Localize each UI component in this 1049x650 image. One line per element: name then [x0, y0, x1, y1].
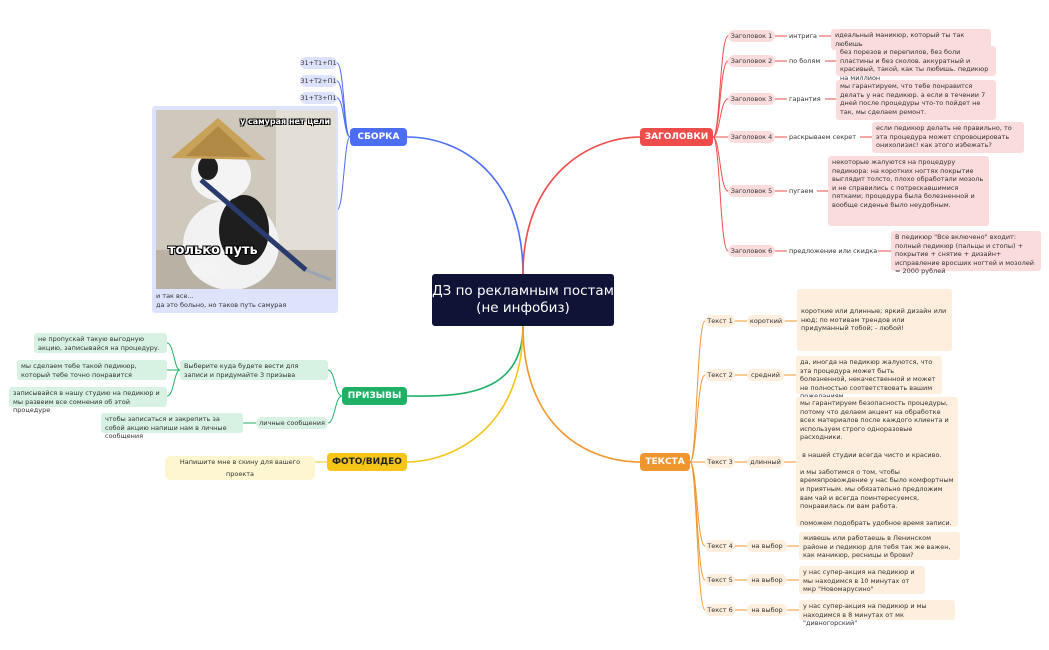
branch-headings[interactable]: ЗАГОЛОВКИ: [640, 128, 713, 146]
heading-2-tag[interactable]: по болям: [789, 57, 821, 65]
branch-calls[interactable]: ПРИЗЫВЫ: [342, 387, 407, 405]
call-option-1[interactable]: не пропускай такую выгодную акцию, запис…: [34, 333, 167, 353]
text-1-name[interactable]: Текст 1: [705, 315, 735, 327]
meme-caption-line-1: и так все...: [156, 292, 194, 300]
branch-photo-video[interactable]: ФОТО/ВИДЕО: [327, 453, 407, 471]
assembly-combo-1[interactable]: З1+Т1+П1: [300, 57, 337, 69]
calls-choose-task[interactable]: Выберите куда будете вести для записи и …: [180, 360, 328, 380]
assembly-combo-3[interactable]: З1+Т3+П1: [300, 92, 337, 104]
heading-6-text[interactable]: В педикюр "Все включено" входит: полный …: [891, 231, 1041, 275]
text-2-text[interactable]: да, иногда на педикюр жалуются, что эта …: [796, 356, 942, 400]
branch-assembly[interactable]: СБОРКА: [350, 128, 407, 146]
branch-texts[interactable]: ТЕКСТА: [640, 453, 690, 471]
text-2-tag[interactable]: средний: [747, 369, 784, 381]
heading-5-name[interactable]: Заголовок 5: [728, 185, 775, 197]
heading-5-text[interactable]: некоторые жалуются на процедуру педикюра…: [828, 156, 989, 226]
heading-4-name[interactable]: Заголовок 4: [728, 131, 775, 143]
calls-private-text[interactable]: чтобы записаться и закрепить за собой ак…: [101, 413, 243, 440]
text-5-name[interactable]: Текст 5: [705, 574, 735, 586]
call-option-2[interactable]: мы сделаем тебе такой педикюр, который т…: [17, 360, 167, 380]
text-3-tag[interactable]: длинный: [747, 456, 784, 468]
text-3-text[interactable]: мы гарантируем безопасность процедуры, п…: [796, 397, 958, 527]
meme-top-text: у самурая нет цели: [240, 117, 331, 126]
heading-3-tag[interactable]: гарантия: [789, 95, 821, 103]
text-4-tag[interactable]: на выбор: [747, 540, 787, 552]
text-6-tag[interactable]: на выбор: [747, 604, 787, 616]
link-root-photo: [406, 325, 524, 463]
cat-illustration: [156, 110, 336, 289]
text-2-name[interactable]: Текст 2: [705, 369, 735, 381]
text-4-text[interactable]: живешь или работаешь в Ленинском районе …: [799, 532, 960, 560]
link-root-calls: [406, 325, 524, 397]
calls-private-messages[interactable]: личные сообщения: [256, 417, 328, 429]
heading-1-text[interactable]: идеальный маникюр, который ты так любишь: [831, 29, 991, 51]
link-root-assembly: [406, 136, 524, 275]
heading-6-name[interactable]: Заголовок 6: [728, 245, 775, 257]
meme-bottom-text: только путь: [168, 243, 258, 258]
heading-3-text[interactable]: мы гарантируем, что тебе понравится дела…: [836, 80, 996, 120]
text-5-text[interactable]: у нас супер-акция на педикюр и мы находи…: [799, 566, 925, 594]
text-4-name[interactable]: Текст 4: [705, 540, 735, 552]
heading-6-tag[interactable]: предложение или скидка: [789, 247, 878, 255]
heading-2-name[interactable]: Заголовок 2: [728, 55, 775, 67]
text-6-name[interactable]: Текст 6: [705, 604, 735, 616]
assembly-combo-2[interactable]: З1+Т2+П1: [300, 75, 337, 87]
heading-3-name[interactable]: Заголовок 3: [728, 93, 775, 105]
text-5-tag[interactable]: на выбор: [747, 574, 787, 586]
samurai-cat-meme-image: у самурая нет цели только путь: [156, 110, 336, 289]
heading-1-name[interactable]: Заголовок 1: [728, 30, 775, 42]
meme-caption: и так все... да это больно, но таков пут…: [156, 292, 336, 309]
heading-1-tag[interactable]: интрига: [789, 32, 818, 40]
text-6-text[interactable]: у нас супер-акция на педикюр и мы находи…: [799, 600, 955, 627]
photo-request-text[interactable]: Напишите мне в скину для вашего проекта: [165, 456, 315, 480]
heading-5-tag[interactable]: пугаем: [789, 187, 814, 195]
link-root-texts: [522, 325, 641, 463]
heading-4-text[interactable]: если педикюр делать не правильно, то эта…: [872, 122, 1024, 153]
link-root-headings: [522, 136, 641, 275]
heading-2-text[interactable]: без порезов и перепилов, без боли пласти…: [836, 46, 996, 82]
text-1-tag[interactable]: короткий: [747, 315, 785, 327]
call-option-3[interactable]: записывайся в нашу студию на педикюр и м…: [9, 387, 167, 414]
meme-caption-line-2: да это больно, но таков путь самурая: [156, 300, 287, 309]
heading-4-tag[interactable]: раскрываем секрет: [789, 133, 857, 141]
text-1-text[interactable]: короткие или длинные; яркий дизайн или н…: [797, 289, 952, 351]
text-3-name[interactable]: Текст 3: [705, 456, 735, 468]
root-title[interactable]: ДЗ по рекламным постам (не инфобиз): [432, 274, 614, 326]
